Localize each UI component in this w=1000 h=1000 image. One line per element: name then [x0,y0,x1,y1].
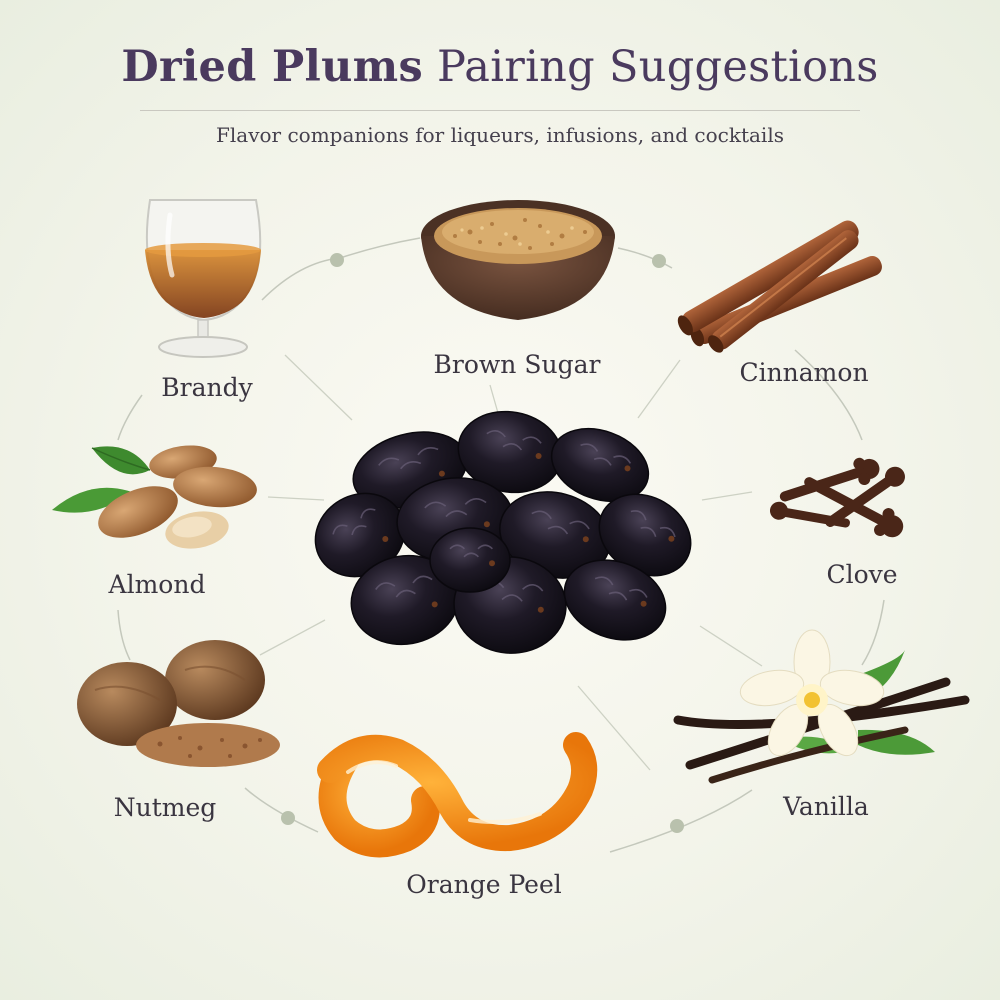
spoke-nutmeg [259,619,326,656]
plum-stem-end [483,521,490,528]
connector-dot [670,819,684,833]
vanilla-flower-icon [673,629,970,784]
sugar-bowl-icon [421,200,615,320]
plum-wrinkle [477,544,493,550]
plum-stem-end [624,465,631,472]
plum-wrinkle [360,508,376,519]
plum-wrinkle [659,526,676,538]
plum-stem-end [382,536,389,542]
arc-sugar-cinnamon [617,247,673,269]
cinnamon-sticks-icon [677,220,882,353]
plum-wrinkle [531,510,552,520]
plum-wrinkle [417,447,439,456]
plum-stem-end [537,606,544,613]
plum-stem-end [668,535,675,542]
plum-wrinkle [463,552,479,558]
plum-wrinkle [332,524,348,535]
dried-plum [429,527,511,593]
arc-orange-nutmeg [244,787,319,833]
title-bold: Dried Plums [121,42,423,92]
pairing-label-almond: Almond [108,570,206,599]
plum-wrinkle [522,436,542,444]
pairing-label-nutmeg: Nutmeg [113,793,217,822]
plum-wrinkle [400,461,422,470]
orange-peel-icon [317,732,598,858]
plum-wrinkle [412,575,433,584]
plum-wrinkle [522,584,544,592]
connector-dot [652,254,666,268]
dried-plum [550,428,650,502]
plum-wrinkle [502,443,523,451]
title-divider [140,110,860,111]
pairing-label-cinnamon: Cinnamon [739,358,869,387]
plum-wrinkle [608,591,628,601]
plum-wrinkle [464,498,487,505]
arc-almond-nutmeg [117,609,131,661]
page-subtitle: Flavor companions for liqueurs, infusion… [216,123,784,147]
plum-stem-end [438,470,445,477]
plum-stem-end [489,560,495,567]
plum-wrinkle [569,520,590,530]
plum-wrinkle [395,589,416,598]
pairing-label-clove: Clove [826,560,898,589]
spoke-orange-peel [577,685,651,771]
arc-brandy-almond [117,394,143,441]
plum-wrinkle [378,457,400,466]
connector-dot [281,811,295,825]
dried-plum [563,559,667,641]
spoke-clove [701,491,753,501]
plum-wrinkle [445,510,468,518]
spoke-vanilla [699,625,763,667]
dried-plums-pile-icon [314,410,692,654]
plum-wrinkle [501,594,523,602]
arc-cinnamon-clove [794,349,863,441]
pairing-label-orange-peel: Orange Peel [406,870,562,899]
spoke-almond [267,496,325,501]
plum-wrinkle [547,525,569,535]
plum-wrinkle [594,576,614,586]
plum-stem-end [431,601,438,608]
plum-wrinkle [351,525,367,536]
plum-wrinkle [613,455,632,464]
plum-wrinkle [424,501,447,509]
connector-dots [281,253,684,833]
page-title: Dried Plums Pairing Suggestions [0,42,1000,92]
cloves-icon [769,457,905,538]
plum-wrinkle [449,544,465,550]
title-light: Pairing Suggestions [436,42,879,92]
plum-wrinkle [630,510,647,521]
pairing-label-vanilla: Vanilla [783,792,869,821]
plum-stem-end [535,453,542,459]
plum-stem-end [640,600,647,607]
almond-icon [52,445,257,549]
arc-vanilla-orange [609,789,753,853]
connector-spokes [259,354,763,771]
plum-wrinkle [640,526,657,537]
connector-dot [330,253,344,267]
spoke-cinnamon [637,359,681,419]
brandy-glass-icon [145,199,262,358]
plum-stem-end [582,536,589,543]
pairing-label-brown-sugar: Brown Sugar [433,350,601,379]
arc-brandy-sugar-2 [339,237,421,259]
arc-clove-vanilla [861,599,885,666]
pairing-label-brandy: Brandy [161,373,253,402]
arc-brandy-sugar [261,257,341,301]
plum-wrinkle [375,582,396,591]
nutmeg-icon [77,640,280,767]
plum-wrinkle [486,430,506,438]
plum-wrinkle [580,443,599,452]
plum-wrinkle [629,588,648,598]
spoke-brandy [284,354,353,421]
plum-wrinkle [593,457,612,466]
